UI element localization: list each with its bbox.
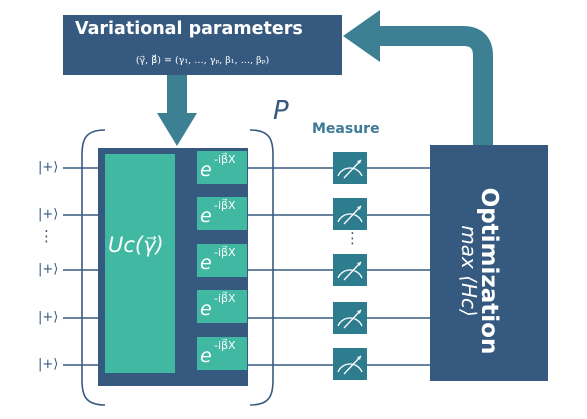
- cost-unitary-label: Uᴄ(γ⃗): [108, 233, 164, 257]
- qubit-ellipsis: ⋮: [39, 227, 54, 245]
- qubit-input-label: |+⟩: [38, 160, 59, 175]
- mixer-gate: [197, 290, 247, 323]
- measurement-gates: [333, 152, 367, 380]
- cost-unitary-block: [105, 154, 175, 373]
- variational-parameters-box: Variational parameters (γ⃗, β⃗) = (γ₁, ……: [63, 15, 342, 75]
- mixer-gate: [197, 337, 247, 370]
- mixer-label: e -iβ⃗X: [197, 337, 247, 370]
- mixer-gates: [197, 151, 247, 370]
- mixer-exponent: -iβ⃗X: [214, 339, 236, 352]
- qubit-input-label: |+⟩: [38, 310, 59, 325]
- qubit-input-label: |+⟩: [38, 262, 59, 277]
- feedback-arrow: [343, 10, 493, 148]
- mixer-base: e: [200, 298, 212, 320]
- repetition-braces: [81, 129, 274, 406]
- meter-icon: [333, 254, 367, 286]
- mixer-exponent: -iβ⃗X: [214, 246, 236, 259]
- qubit-input-label: |+⟩: [38, 207, 59, 222]
- meter-icon: [333, 198, 367, 230]
- mixer-label: e -iβ⃗X: [197, 151, 247, 184]
- mixer-exponent: -iβ⃗X: [214, 153, 236, 166]
- mixer-label: e -iβ⃗X: [197, 197, 247, 230]
- mixer-exponent: -iβ⃗X: [214, 199, 236, 212]
- mixer-gate: [197, 244, 247, 277]
- measure-ellipsis: ⋮: [345, 229, 360, 247]
- mixer-base: e: [200, 252, 212, 274]
- mixer-label: e -iβ⃗X: [197, 244, 247, 277]
- mixer-gate: [197, 151, 247, 184]
- meter-icon: [333, 348, 367, 380]
- meter-icon: [333, 302, 367, 334]
- repetition-label: P: [273, 96, 289, 126]
- mixer-base: e: [200, 159, 212, 181]
- meter-icon: [333, 152, 367, 184]
- mixer-base: e: [200, 205, 212, 227]
- parameters-equation: (γ⃗, β⃗) = (γ₁, …, γₚ, β₁, …, βₚ): [135, 55, 270, 66]
- optimization-objective: max ⟨Hᴄ⟩: [457, 225, 481, 317]
- optimization-block: [430, 145, 548, 381]
- mixer-exponent: -iβ⃗X: [214, 292, 236, 305]
- measure-label: Measure: [312, 121, 380, 137]
- mixer-gate: [197, 197, 247, 230]
- mixer-label: e -iβ⃗X: [197, 290, 247, 323]
- parameter-arrow: [157, 75, 197, 146]
- parameters-title: Variational parameters: [75, 19, 303, 39]
- qubit-input-label: |+⟩: [38, 357, 59, 372]
- mixer-base: e: [200, 345, 212, 367]
